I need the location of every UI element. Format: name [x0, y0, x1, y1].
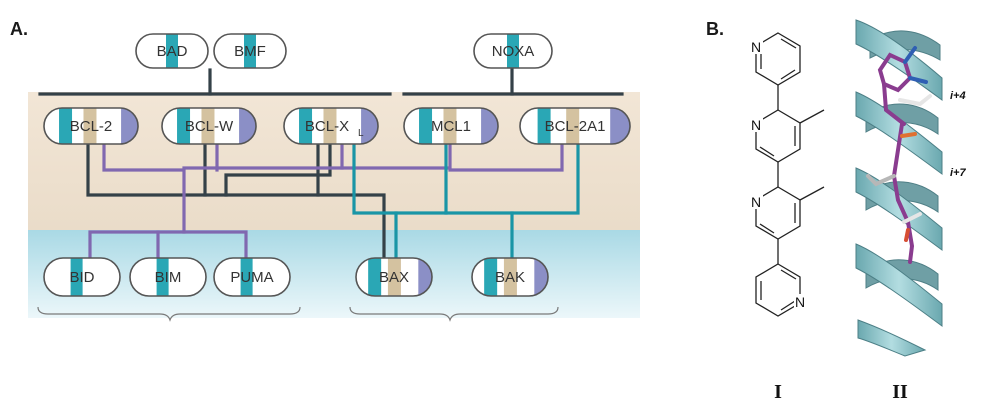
brace-effectors	[349, 306, 559, 322]
pill-puma: PUMA	[213, 257, 291, 297]
residue-label-i7: i+7	[950, 167, 966, 179]
pill-bak-label: BAK	[495, 269, 525, 286]
pill-mcl1: MCL1	[403, 107, 499, 145]
pill-bad-label: BAD	[157, 43, 188, 60]
teal-lines	[352, 143, 580, 264]
pill-bcl-2a1: BCL-2A1	[519, 107, 631, 145]
pill-bid-label: BID	[69, 269, 94, 286]
panel-b-label: B.	[706, 19, 724, 39]
pill-noxa-label: NOXA	[492, 43, 535, 60]
helix-ii: i+4 i+7	[852, 10, 966, 357]
pill-bim-label: BIM	[155, 269, 182, 286]
atom-n-3: N	[751, 194, 761, 210]
caption-ii: II	[892, 381, 908, 403]
ring-4	[755, 263, 801, 317]
pill-bim: BIM	[129, 257, 207, 297]
pill-bid: BID	[43, 257, 121, 297]
interaction-lines	[38, 68, 624, 264]
pill-bcl-2-label: BCL-2	[70, 118, 113, 135]
protein-pills: BAD BMF NOXA BCL-2 BCL-W BCL-X L MCL1 BCL-2A1BID…	[43, 33, 631, 297]
pill-bcl-w-label: BCL-W	[185, 118, 234, 135]
panel-a-label: A.	[10, 19, 28, 39]
molecule-i	[755, 32, 825, 317]
atom-labels: N N N N	[750, 39, 807, 310]
pill-bcl-2a1-label: BCL-2A1	[545, 118, 606, 135]
pill-bmf: BMF	[213, 33, 287, 69]
purple-lines	[88, 143, 564, 264]
pill-bcl-xl-subscript: L	[358, 128, 364, 139]
pill-bcl-w: BCL-W	[161, 107, 257, 145]
pill-bad: BAD	[135, 33, 209, 69]
pill-noxa: NOXA	[473, 33, 553, 69]
pill-bcl-xl: BCL-X L	[283, 107, 379, 145]
caption-i: I	[774, 381, 782, 403]
pill-bcl-2: BCL-2	[43, 107, 139, 145]
pill-puma-label: PUMA	[230, 269, 273, 286]
atom-n-1: N	[751, 39, 761, 55]
atom-n-4: N	[795, 294, 805, 310]
pill-bak: BAK	[471, 257, 549, 297]
group-braces	[37, 306, 559, 322]
pill-bax: BAX	[355, 257, 433, 297]
residue-label-i4: i+4	[950, 90, 966, 102]
pill-bax-label: BAX	[379, 269, 409, 286]
brace-activators	[37, 306, 301, 322]
pill-bmf-label: BMF	[234, 43, 266, 60]
pill-mcl1-label: MCL1	[431, 118, 471, 135]
dark-lines	[38, 68, 624, 264]
pill-bcl-xl-label: BCL-X	[305, 118, 349, 135]
atom-n-2: N	[751, 117, 761, 133]
